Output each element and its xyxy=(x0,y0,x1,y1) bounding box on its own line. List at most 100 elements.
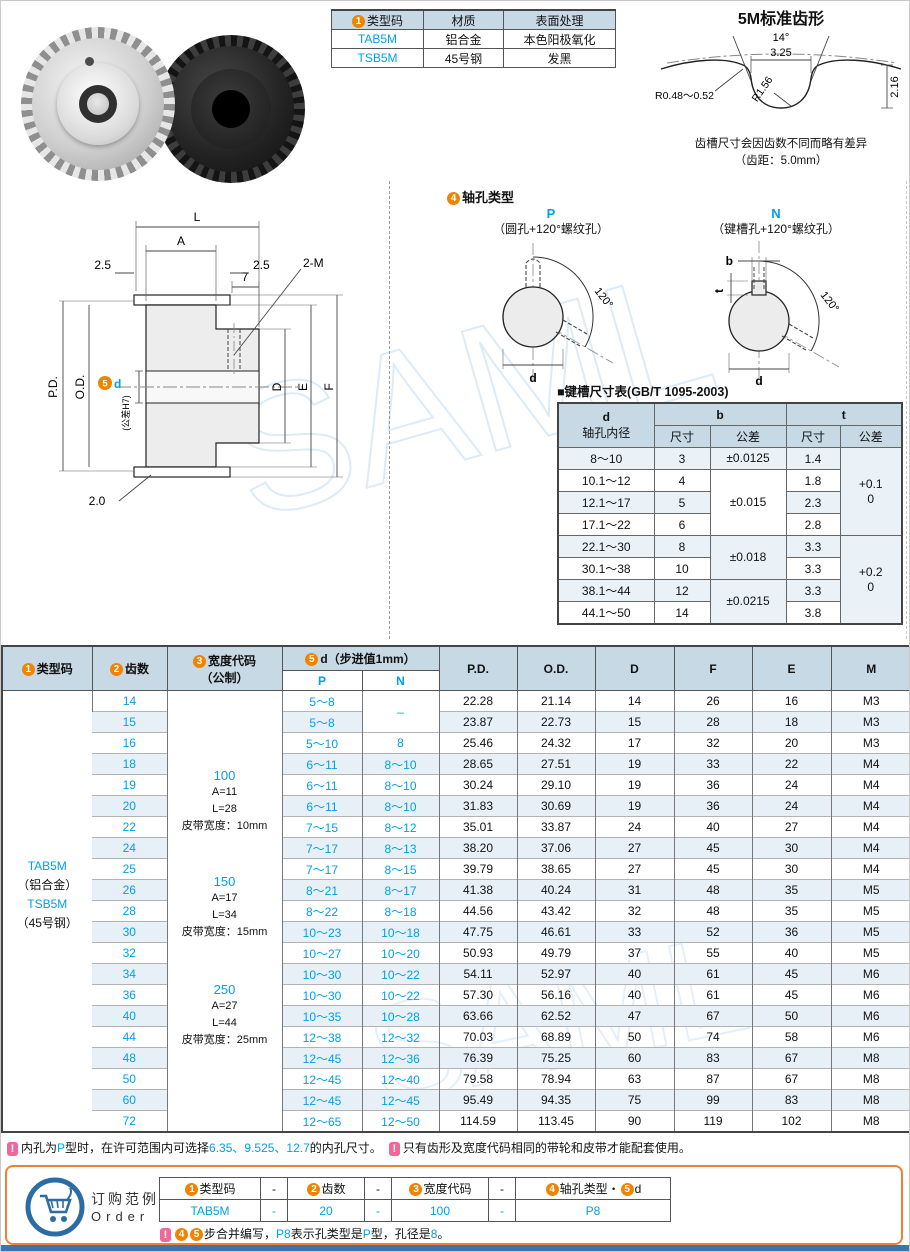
e-cell: 67 xyxy=(751,1068,832,1090)
keyway-b-size: 12 xyxy=(653,579,711,602)
teeth-count-cell: 19 xyxy=(92,774,167,796)
shaft-type-p-label: P xyxy=(546,206,556,221)
e-cell: 24 xyxy=(751,774,832,796)
pd-cell: 30.24 xyxy=(438,774,518,796)
keyway-header-t: t xyxy=(785,402,903,426)
note-text: 的内孔尺寸。 xyxy=(309,1141,388,1155)
bore-range-p-cell: 7～17 xyxy=(281,858,362,880)
od-cell: 43.42 xyxy=(516,900,596,922)
note-text: P8 xyxy=(585,1203,601,1218)
bore-range-p-cell: 5～8 xyxy=(281,690,362,712)
bore-range-n-cell: 8～18 xyxy=(361,900,440,922)
e-cell: 50 xyxy=(751,1005,832,1027)
bore-range-p-cell: 8～22 xyxy=(281,900,362,922)
note-text: - xyxy=(272,1181,276,1196)
pd-cell: 31.83 xyxy=(438,795,518,817)
keyway-header-t-tol: 公差 xyxy=(839,425,903,448)
keyway-d-range: 17.1～22 xyxy=(557,513,655,536)
d-cell: 31 xyxy=(594,879,675,901)
note-text: d xyxy=(634,1182,642,1196)
note-text: 20 xyxy=(319,1203,333,1218)
f-cell: 36 xyxy=(673,795,753,817)
note-text: 。 xyxy=(437,1227,450,1241)
teeth-count-cell: 48 xyxy=(92,1047,167,1069)
badge-4: 4 xyxy=(447,192,460,205)
order-cell: - xyxy=(260,1177,288,1200)
m-cell: M8 xyxy=(830,1047,909,1069)
od-cell: 30.69 xyxy=(516,795,596,817)
keyway-t-size: 2.8 xyxy=(785,513,841,536)
order-cell: - xyxy=(364,1199,392,1222)
d-cell: 33 xyxy=(594,921,675,943)
dim-PD: P.D. xyxy=(46,376,60,398)
dim-offset-right: 2.5 xyxy=(253,258,270,272)
bore-range-n-cell: 12～45 xyxy=(361,1089,440,1111)
bore-range-n-cell: 8～10 xyxy=(361,795,440,817)
pd-cell: 28.65 xyxy=(438,753,518,775)
keyway-b-tol: ±0.0215 xyxy=(709,579,787,625)
header-od: O.D. xyxy=(516,645,596,691)
order-cell: - xyxy=(260,1199,288,1222)
od-cell: 49.79 xyxy=(516,942,596,964)
pd-cell: 47.75 xyxy=(438,921,518,943)
d-cell: 17 xyxy=(594,732,675,754)
bore-range-n-cell: 8～10 xyxy=(361,753,440,775)
bore-range-n-cell: 8～13 xyxy=(361,837,440,859)
note-text: - xyxy=(500,1203,504,1218)
f-cell: 61 xyxy=(673,984,753,1006)
bore-range-p-cell: 10～23 xyxy=(281,921,362,943)
f-cell: 87 xyxy=(673,1068,753,1090)
shaft-hole-type-p: P （圆孔+120°螺纹孔） 120° d xyxy=(453,207,649,394)
note-text: 齿数 xyxy=(321,1182,346,1196)
teeth-count-cell: 28 xyxy=(92,900,167,922)
dim-pitch-top: 3.25 xyxy=(770,47,791,59)
angle-120-label: 120° xyxy=(818,289,841,314)
header-D: D xyxy=(594,645,675,691)
product-photo-steel xyxy=(157,35,305,183)
od-cell: 78.94 xyxy=(516,1068,596,1090)
pd-cell: 25.46 xyxy=(438,732,518,754)
d-cell: 40 xyxy=(594,984,675,1006)
d-cell: 40 xyxy=(594,963,675,985)
teeth-count-cell: 30 xyxy=(92,921,167,943)
bore-range-n-cell: – xyxy=(361,690,440,733)
dim-d-label: d xyxy=(529,371,536,385)
order-cell: - xyxy=(488,1177,516,1200)
bore-range-p-cell: 12～45 xyxy=(281,1047,362,1069)
dim-d-label: d xyxy=(755,374,762,388)
pd-cell: 41.38 xyxy=(438,879,518,901)
keyway-t-size: 2.3 xyxy=(785,491,841,514)
e-cell: 102 xyxy=(751,1110,832,1132)
teeth-count-cell: 15 xyxy=(92,711,167,733)
note-icon: ! xyxy=(388,1142,400,1156)
bottom-accent-bar xyxy=(1,1245,909,1251)
dim-bore-tol: (公差H7) xyxy=(120,395,131,431)
keyway-b-size: 5 xyxy=(653,491,711,514)
bore-range-p-cell: 10～35 xyxy=(281,1005,362,1027)
bore-range-p-cell: 8～21 xyxy=(281,879,362,901)
f-cell: 61 xyxy=(673,963,753,985)
e-cell: 40 xyxy=(751,942,832,964)
teeth-count-cell: 60 xyxy=(92,1089,167,1111)
e-cell: 58 xyxy=(751,1026,832,1048)
bore-range-n-cell: 8～15 xyxy=(361,858,440,880)
m-cell: M4 xyxy=(830,816,909,838)
bore-range-n-cell: 8～17 xyxy=(361,879,440,901)
keyway-b-size: 8 xyxy=(653,535,711,558)
note-text: 只有齿形及宽度代码相同的带轮和皮带才能配套使用。 xyxy=(402,1141,691,1155)
m-cell: M3 xyxy=(830,711,909,733)
